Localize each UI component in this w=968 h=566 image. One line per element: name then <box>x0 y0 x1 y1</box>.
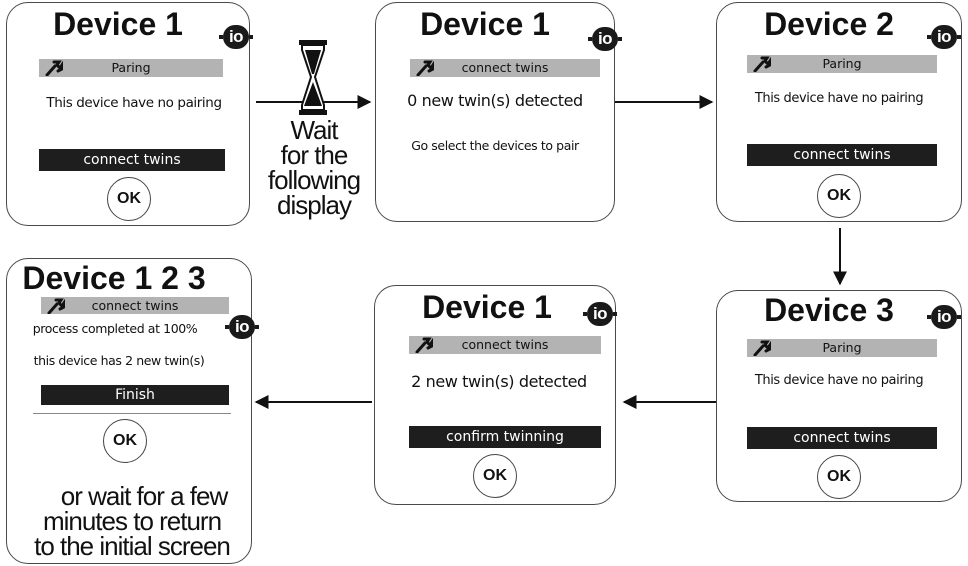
io-logo: io <box>583 302 617 326</box>
result-text: this device has 2 new twin(s) <box>33 353 205 368</box>
wrench-icon <box>47 298 65 314</box>
wrench-icon <box>415 337 433 353</box>
menu-label: connect twins <box>91 298 179 313</box>
timeout-note-line: minutes to return <box>42 506 222 536</box>
divider <box>33 413 231 414</box>
io-logo: io <box>588 27 622 51</box>
screen-device-2: Device 2 io Paring This device have no p… <box>716 2 962 222</box>
device-title: Device 1 <box>420 6 550 42</box>
wrench-icon <box>753 340 771 356</box>
io-logo: io <box>927 25 961 49</box>
finish-button[interactable]: Finish <box>41 385 229 405</box>
device-title: Device 3 <box>764 292 894 328</box>
instruction-text: Go select the devices to pair <box>411 138 579 153</box>
detected-count-text: 0 new twin(s) detected <box>407 91 583 110</box>
hourglass-icon <box>299 40 327 115</box>
connect-twins-button[interactable]: connect twins <box>747 144 937 166</box>
confirm-twinning-button[interactable]: confirm twinning <box>409 426 601 448</box>
io-logo: io <box>927 305 961 329</box>
wait-note: Wait for the following display <box>258 115 370 220</box>
connect-twins-button[interactable]: connect twins <box>39 149 225 171</box>
io-logo: io <box>225 315 259 339</box>
menu-bar: Paring <box>39 59 223 77</box>
device-title: Device 1 <box>422 289 552 325</box>
screen-device-123-finish: Device 1 2 3 connect twins io process co… <box>6 258 259 564</box>
io-logo: io <box>219 25 253 49</box>
ok-button[interactable]: OK <box>473 454 517 498</box>
detected-count-text: 2 new twin(s) detected <box>411 372 587 391</box>
status-text: This device have no pairing <box>754 373 924 388</box>
menu-bar: connect twins <box>409 336 601 354</box>
menu-label: Paring <box>822 340 862 355</box>
screen-device-1-confirm: Device 1 io connect twins 2 new twin(s) … <box>374 285 617 505</box>
connect-twins-button[interactable]: connect twins <box>747 427 937 449</box>
menu-label: connect twins <box>461 60 549 75</box>
wait-note-line: display <box>277 190 352 220</box>
device-title: Device 1 <box>53 6 183 42</box>
status-text: This device have no pairing <box>46 95 222 111</box>
ok-button[interactable]: OK <box>103 419 147 463</box>
wait-note-line: for the <box>280 140 349 170</box>
progress-text: process completed at 100% <box>32 321 198 336</box>
wrench-icon <box>416 60 434 76</box>
screen-device-1-detect: Device 1 io connect twins 0 new twin(s) … <box>375 2 622 222</box>
wait-note-line: Wait <box>290 115 338 145</box>
wait-note-line: following <box>267 165 361 195</box>
wrench-icon <box>45 60 63 76</box>
ok-button[interactable]: OK <box>817 455 861 499</box>
menu-bar: Paring <box>747 339 937 357</box>
screen-device-1-initial: Device 1 io Paring This device have no p… <box>6 2 253 226</box>
ok-button[interactable]: OK <box>817 174 861 218</box>
timeout-note: or wait for a few minutes to return to t… <box>10 481 254 561</box>
menu-bar: connect twins <box>41 297 229 314</box>
ok-button[interactable]: OK <box>107 177 151 221</box>
device-title: Device 2 <box>764 6 894 42</box>
timeout-note-line: or wait for a few <box>60 481 229 511</box>
screen-device-3: Device 3 io Paring This device have no p… <box>716 290 962 502</box>
menu-bar: Paring <box>747 55 937 73</box>
menu-label: Paring <box>111 60 151 75</box>
wrench-icon <box>753 56 771 72</box>
menu-bar: connect twins <box>410 59 600 77</box>
status-text: This device have no pairing <box>754 91 924 106</box>
timeout-note-line: to the initial screen <box>34 531 231 561</box>
menu-label: connect twins <box>461 337 549 352</box>
device-title: Device 1 2 3 <box>22 260 206 296</box>
menu-label: Paring <box>822 56 862 71</box>
